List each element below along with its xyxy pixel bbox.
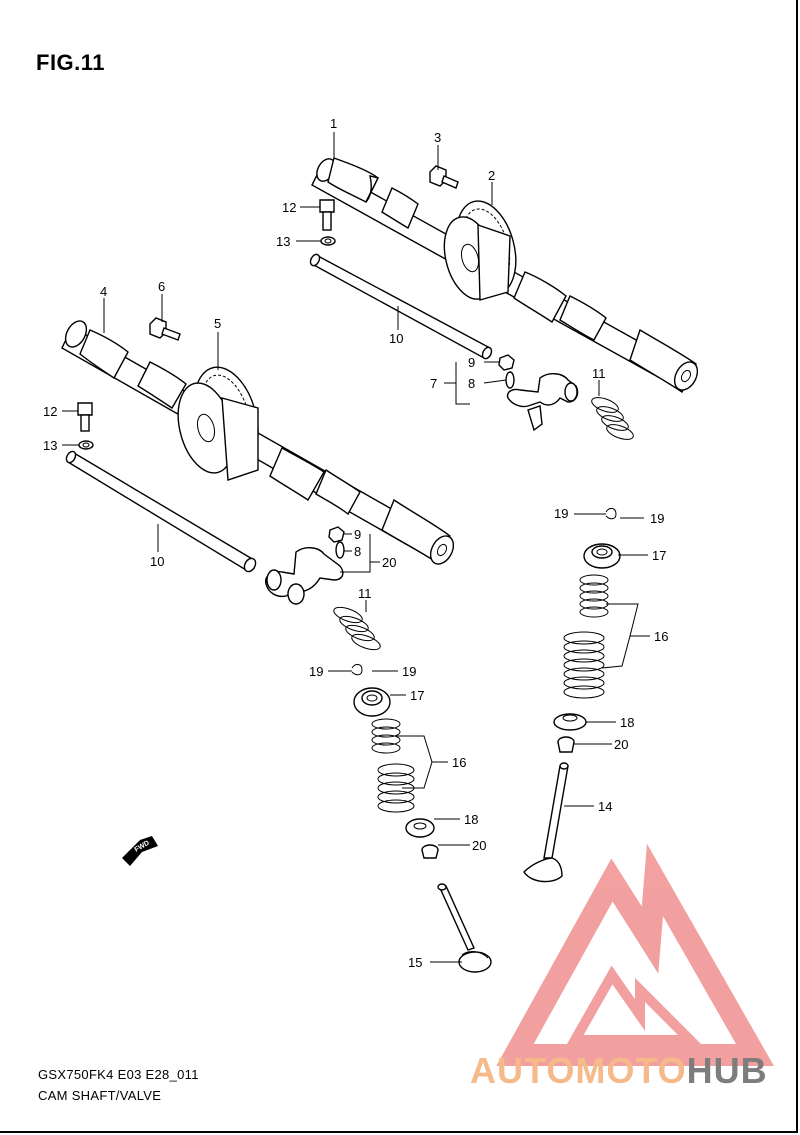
washer-13-lower [78,440,94,450]
callout-8-lower: 8 [354,544,361,559]
sprocket-bolt-lower [149,317,181,341]
valve-15-intake [437,883,492,973]
sprocket-bolt-upper [429,165,459,189]
retainer-17-right [583,543,621,569]
callout-6: 6 [158,279,165,294]
callout-17-right: 17 [652,548,666,563]
callout-12-upper: 12 [282,200,296,215]
callout-8-upper: 8 [468,376,475,391]
spring-seat-18-left [405,818,435,838]
oil-seal-20-left [421,844,439,859]
adjuster-screw-upper [505,371,515,389]
rocker-shaft-upper [309,253,493,360]
callout-20-right: 20 [614,737,628,752]
bolt-12-lower [77,402,93,432]
figure-name: CAM SHAFT/VALVE [38,1088,162,1103]
cam-sprocket-lower [177,366,259,481]
callout-16-left: 16 [452,755,466,770]
retainer-17-left [353,687,391,717]
valve-spring-11-upper [591,397,634,440]
callout-labels: 1 2 3 4 5 6 7 8 8 9 9 10 10 11 11 12 12 … [43,116,668,970]
callout-13-upper: 13 [276,234,290,249]
valve-14-exhaust [523,762,569,883]
rocker-shaft-lower [65,450,257,573]
callout-2: 2 [488,168,495,183]
watermark-wordmark: AUTOMOTOHUB [470,1050,768,1092]
cam-sprocket-upper [443,200,517,301]
callout-18-right: 18 [620,715,634,730]
forward-arrow-icon: FWD [122,836,158,866]
adjuster-screw-lower [335,541,345,559]
watermark-text-hub: HUB [686,1050,768,1091]
callout-4: 4 [100,284,107,299]
callout-7: 7 [430,376,437,391]
callout-16-right: 16 [654,629,668,644]
valve-spring-11-lower [333,606,381,651]
callout-10-upper: 10 [389,331,403,346]
callout-19-right-b: 19 [650,511,664,526]
bolt-12-upper [319,199,335,231]
valve-spring-16-right [563,574,609,699]
cotter-19-left [351,663,363,676]
watermark-logo [496,843,774,1066]
figure-title: FIG.11 [36,50,106,75]
callout-19-right-a: 19 [554,506,568,521]
callout-3: 3 [434,130,441,145]
figure-code: GSX750FK4 E03 E28_011 [38,1067,199,1082]
callout-19-left-a: 19 [309,664,323,679]
adjuster-nut-lower [328,526,345,543]
callout-12-lower: 12 [43,404,57,419]
callout-18-left: 18 [464,812,478,827]
callout-13-lower: 13 [43,438,57,453]
leader-lines [62,132,650,963]
callout-11-lower: 11 [358,586,372,601]
watermark-text-automoto: AUTOMOTO [470,1050,687,1091]
callout-5: 5 [214,316,221,331]
cotter-19-right [605,507,617,520]
callout-20-rocker: 20 [382,555,396,570]
callout-17-left: 17 [410,688,424,703]
callout-9-upper: 9 [468,355,475,370]
oil-seal-20-right [557,736,575,753]
callout-1: 1 [330,116,337,131]
callout-10-lower: 10 [150,554,164,569]
spring-seat-18-right [553,713,587,731]
callout-14: 14 [598,799,612,814]
callout-19-left-b: 19 [402,664,416,679]
adjuster-nut-upper [498,354,515,371]
valve-spring-16-left [371,718,415,813]
callout-20-left: 20 [472,838,486,853]
camshaft-lower [61,320,455,565]
rocker-arm-lower [265,547,344,605]
callout-11-upper: 11 [592,366,606,381]
rocker-arm-upper [506,373,579,432]
callout-15: 15 [408,955,422,970]
callout-9-lower: 9 [354,527,361,542]
washer-13-upper [320,236,336,246]
